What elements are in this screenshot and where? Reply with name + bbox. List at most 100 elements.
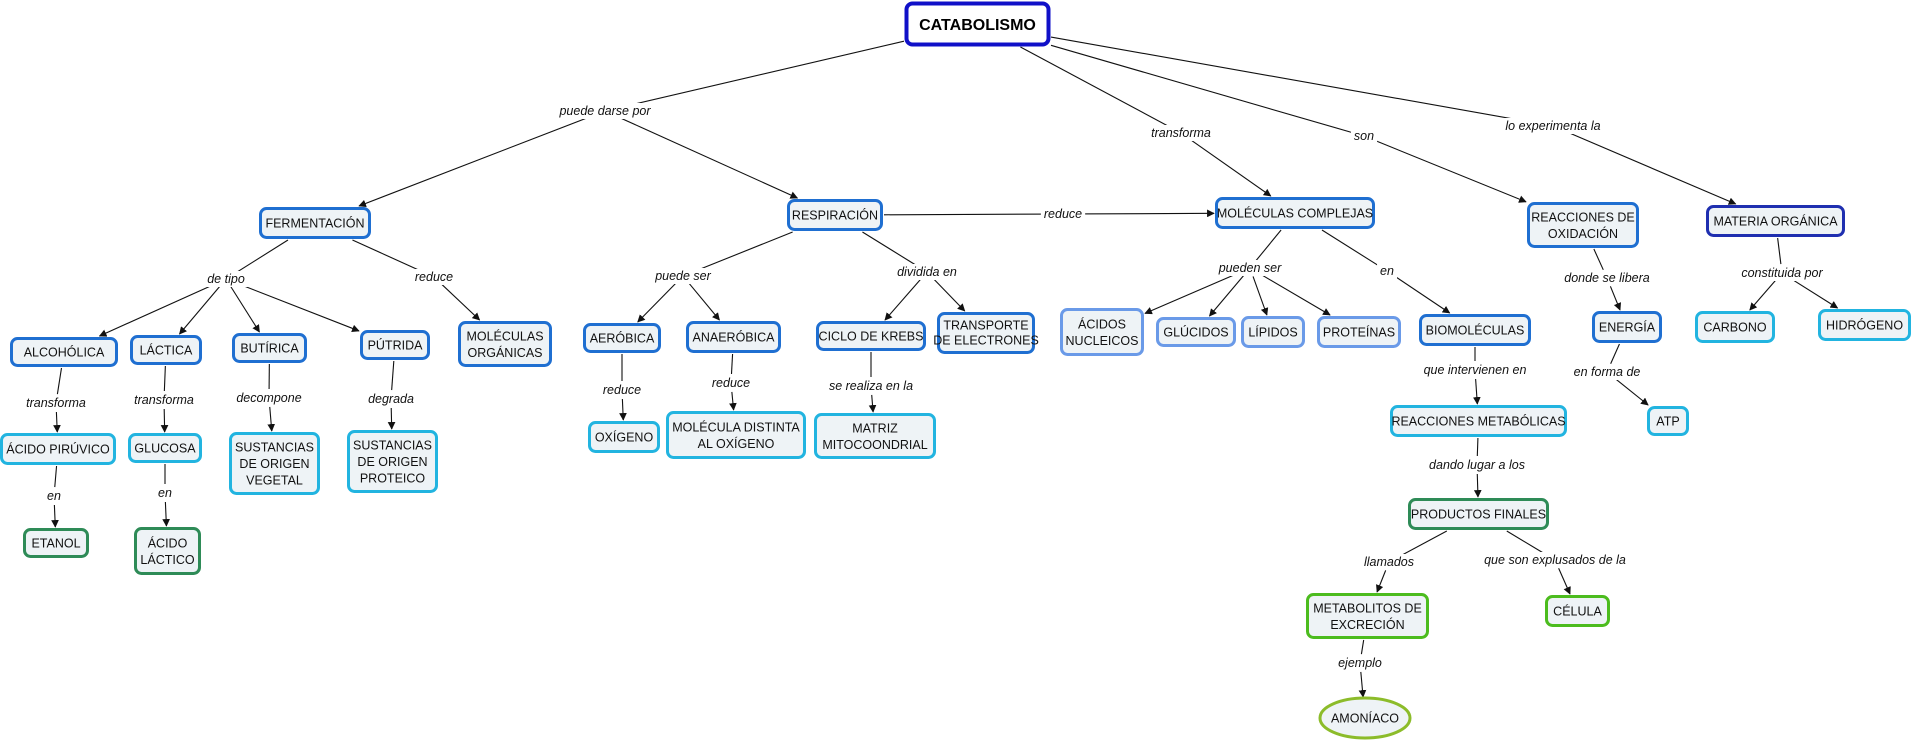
node-aerobica[interactable]: AERÓBICA [583, 323, 661, 353]
connector-lactica-to-label [163, 365, 166, 392]
node-box [134, 527, 201, 575]
node-label-line: LÁCTICA [140, 343, 193, 358]
node-acido-piruvico[interactable]: ÁCIDO PIRÚVICO [0, 433, 116, 465]
arrow-to-transporte [932, 278, 966, 312]
link-label-text: transforma [134, 393, 194, 407]
connector-reacciones_oxidacion-to-label [1593, 248, 1604, 271]
node-box [1318, 696, 1412, 740]
node-box [686, 321, 781, 353]
arrow-to-glucidos [1209, 274, 1245, 317]
node-proteinas[interactable]: PROTEÍNAS [1317, 316, 1401, 348]
node-anaerobica[interactable]: ANAERÓBICA [686, 321, 781, 353]
node-glucidos[interactable]: GLÚCIDOS [1156, 317, 1236, 347]
arrow-to-acido_piruvico [53, 411, 61, 433]
node-box [1818, 309, 1911, 341]
node-fermentacion[interactable]: FERMENTACIÓN [259, 207, 371, 239]
node-productos-finales[interactable]: PRODUCTOS FINALES [1408, 498, 1549, 530]
node-carbono[interactable]: CARBONO [1695, 311, 1775, 343]
link-label-l-se-realiza: se realiza en la [825, 378, 917, 394]
node-materia-organica[interactable]: MATERIA ORGÁNICA [1706, 205, 1845, 237]
node-alcoholica[interactable]: ALCOHÓLICA [10, 337, 118, 367]
arrow-to-aerobica [637, 282, 678, 323]
node-box [130, 335, 202, 365]
connector-reacciones_metabolicas-to-label [1476, 437, 1479, 457]
node-label-line: PRODUCTOS FINALES [1411, 508, 1546, 522]
link-label-l-pueden-ser: pueden ser [1214, 260, 1286, 276]
node-etanol[interactable]: ETANOL [23, 528, 89, 558]
connector-anaerobica-to-label [730, 353, 734, 375]
node-label-line: OXÍGENO [595, 430, 654, 445]
node-label-line: FERMENTACIÓN [265, 216, 364, 231]
node-glucosa[interactable]: GLUCOSA [128, 433, 202, 463]
node-label-line: ETANOL [31, 537, 80, 551]
node-respiracion[interactable]: RESPIRACIÓN [787, 199, 883, 231]
node-label-line: ÁCIDO PIRÚVICO [6, 442, 110, 457]
node-oxigeno[interactable]: OXÍGENO [588, 421, 660, 453]
node-box [588, 421, 660, 453]
arrow-to-lipidos [1252, 276, 1269, 316]
node-butirica[interactable]: BUTÍRICA [232, 333, 307, 363]
node-label-line: NUCLEICOS [1066, 334, 1139, 348]
node-label-line: RESPIRACIÓN [792, 208, 878, 223]
arrow-to-respiracion [612, 114, 799, 199]
link-label-text: son [1354, 129, 1374, 143]
connector-respiracion-to-label [883, 213, 1055, 216]
node-ciclo-krebs[interactable]: CICLO DE KREBS [816, 321, 926, 351]
node-moleculas-complejas[interactable]: MOLÉCULAS COMPLEJAS [1215, 197, 1375, 229]
node-amoniaco[interactable]: AMONÍACO [1318, 696, 1412, 740]
node-box [666, 411, 806, 459]
node-label-line: MOLÉCULA DISTINTA [672, 419, 800, 434]
link-label-l-experimenta: lo experimenta la [1502, 118, 1604, 134]
node-label-line: EXCRECIÓN [1330, 617, 1404, 632]
node-label-line: BUTÍRICA [240, 341, 299, 356]
arrow-to-hidrogeno [1789, 277, 1839, 309]
link-label-text: reduce [603, 383, 641, 397]
node-label-line: TRANSPORTE [943, 318, 1028, 332]
node-energia[interactable]: ENERGÍA [1592, 311, 1662, 343]
connector-respiracion-to-label [691, 231, 793, 274]
link-label-l-llamados: llamados [1360, 554, 1418, 570]
arrow-to-moleculas_organicas [440, 282, 481, 321]
link-label-text: de tipo [207, 272, 245, 286]
node-box [232, 333, 307, 363]
node-hidrogeno[interactable]: HIDRÓGENO [1818, 309, 1911, 341]
link-label-l-constituida: constituida por [1738, 265, 1827, 281]
node-label-line: ÁCIDO [148, 535, 188, 550]
node-box [1545, 595, 1610, 627]
node-label-line: DE ORIGEN [357, 455, 427, 469]
node-lipidos[interactable]: LÍPIDOS [1241, 316, 1305, 348]
link-label-background [1570, 364, 1644, 380]
node-catabolismo[interactable]: CATABOLISMO [904, 1, 1051, 47]
connector-energia-to-label [1610, 343, 1620, 364]
node-lactica[interactable]: LÁCTICA [130, 335, 202, 365]
link-label-l-dividida: dividida en [894, 264, 960, 280]
node-box [816, 321, 926, 351]
connector-putrida-to-label [391, 360, 395, 391]
link-label-text: decompone [236, 391, 301, 405]
node-label-line: MOLÉCULAS COMPLEJAS [1217, 206, 1373, 221]
node-celula[interactable]: CÉLULA [1545, 595, 1610, 627]
node-biomoleculas[interactable]: BIOMOLÉCULAS [1419, 314, 1531, 346]
node-label-line: HIDRÓGENO [1826, 318, 1903, 333]
node-box [937, 312, 1035, 354]
link-label-text: lo experimenta la [1505, 119, 1600, 133]
node-putrida[interactable]: PÚTRIDA [360, 330, 430, 360]
link-label-text: reduce [1044, 207, 1082, 221]
node-reacciones-metabolicas[interactable]: REACCIONES METABÓLICAS [1390, 405, 1567, 437]
connector-moleculas_complejas-to-label [1321, 229, 1380, 267]
link-label-background [708, 375, 754, 391]
arrow-to-reacciones_metabolicas [1473, 378, 1481, 405]
node-atp[interactable]: ATP [1647, 406, 1689, 436]
node-label-line: AMONÍACO [1331, 711, 1399, 726]
